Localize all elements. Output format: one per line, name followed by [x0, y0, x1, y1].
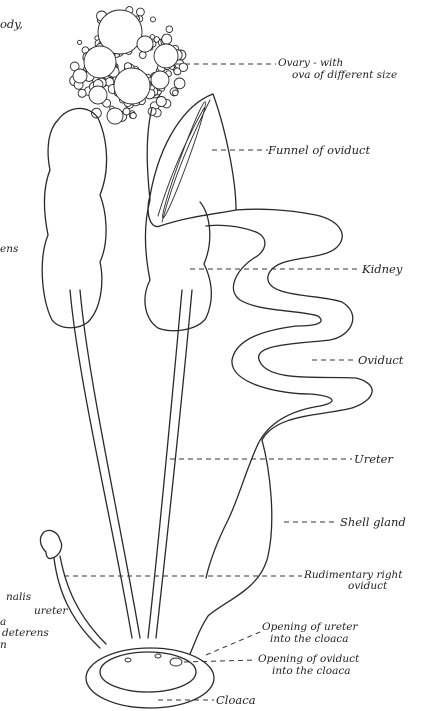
small-ovum — [166, 26, 173, 33]
leader-lines — [64, 64, 360, 700]
label-ovary: Ovary - with — [278, 58, 343, 69]
label-ovary-detail: ova of different size — [292, 70, 397, 81]
large-ovum — [84, 46, 116, 78]
label-opening-ureter: Opening of ureter — [262, 622, 357, 633]
label-left-4: deterens — [2, 628, 49, 639]
right-ureter — [148, 290, 192, 638]
left-kidney — [42, 108, 106, 327]
small-ovum — [78, 40, 82, 44]
oviduct-coils-inner — [206, 225, 332, 444]
label-left-5: n — [0, 640, 7, 651]
label-kidney: Kidney — [362, 263, 402, 275]
label-vas-fragment: ens — [0, 244, 18, 255]
small-ovum — [151, 17, 156, 22]
label-left-1: nalis — [6, 592, 31, 603]
label-opening-oviduct: Opening of oviduct — [258, 654, 359, 665]
label-opening-oviduct-into: into the cloaca — [272, 666, 351, 677]
rudimentary-oviduct — [40, 530, 61, 558]
label-funnel-of-oviduct: Funnel of oviduct — [268, 144, 370, 156]
small-ovum — [162, 34, 172, 44]
cloaca — [86, 648, 214, 708]
label-opening-ureter-into: into the cloaca — [270, 634, 349, 645]
ureter-opening — [155, 654, 161, 658]
left-ureter — [70, 290, 140, 638]
rudimentary-oviduct-duct — [54, 556, 106, 648]
small-ovum — [137, 8, 145, 16]
oviduct-coils — [236, 209, 372, 440]
medium-ovum — [107, 108, 123, 124]
shell-gland — [190, 440, 272, 654]
label-shell-gland: Shell gland — [340, 516, 406, 528]
right-kidney — [145, 108, 211, 331]
small-ovum — [173, 90, 179, 96]
medium-ovum — [137, 36, 153, 52]
small-ovum — [174, 78, 185, 89]
cloaca-inner — [100, 652, 196, 692]
label-left-2: ureter — [34, 606, 67, 617]
small-ovum — [130, 113, 136, 119]
label-ureter: Ureter — [354, 453, 393, 465]
label-oviduct: Oviduct — [358, 354, 403, 366]
large-ovum — [114, 68, 150, 104]
label-body-fragment: ody, — [0, 18, 23, 30]
small-ovum — [78, 89, 86, 97]
medium-ovum — [89, 86, 107, 104]
large-ovum — [154, 44, 178, 68]
small-ovum — [139, 52, 146, 59]
label-rudimentary-oviduct: oviduct — [348, 581, 387, 592]
oviduct-opening — [170, 658, 182, 666]
medium-ovum — [73, 69, 87, 83]
ureter-opening — [125, 658, 131, 662]
medium-ovum — [151, 71, 169, 89]
small-ovum — [156, 97, 166, 107]
ovary — [70, 7, 188, 124]
small-ovum — [123, 108, 130, 115]
label-cloaca: Cloaca — [216, 694, 256, 706]
